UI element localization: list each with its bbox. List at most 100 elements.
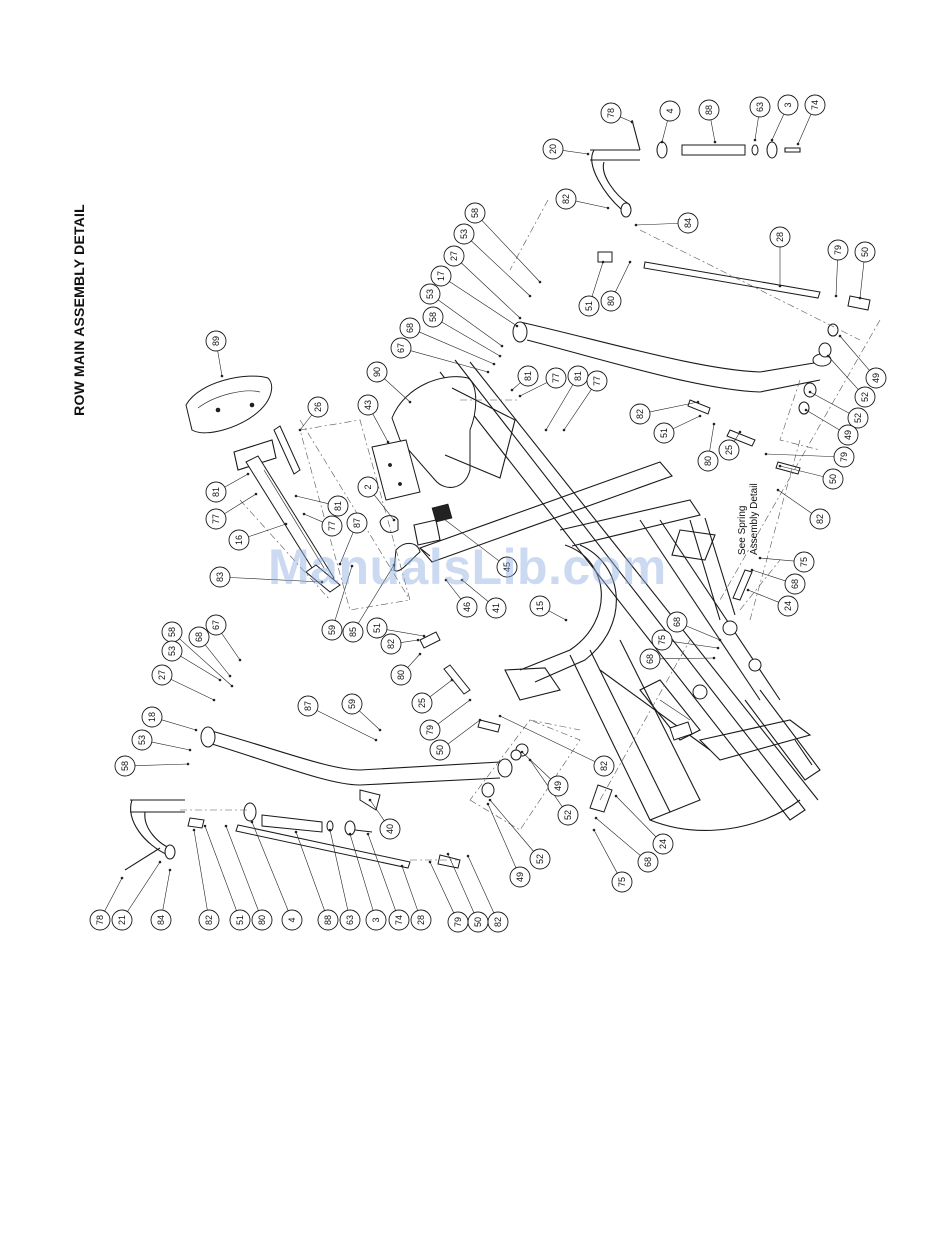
- part-number-label: 80: [257, 915, 267, 925]
- part-callout: 88: [317, 909, 339, 931]
- part-number-label: 53: [137, 735, 147, 745]
- callout-circle: [114, 755, 136, 777]
- callout-circle: [749, 96, 771, 118]
- callout-circle: [547, 775, 569, 797]
- callout-leader-line: [779, 465, 824, 477]
- part-callout: 27: [443, 245, 465, 267]
- callout-circle: [205, 330, 227, 352]
- part-callout: 82: [593, 755, 615, 777]
- callout-circle: [346, 512, 368, 534]
- callout-leader-dot: [368, 798, 372, 802]
- callout-leader-line: [179, 638, 233, 687]
- callout-circle: [251, 909, 273, 931]
- callout-circle: [854, 386, 876, 408]
- callout-leader-dot: [660, 140, 664, 144]
- part-number-label: 25: [724, 445, 734, 455]
- watermark: ManualsLib.com: [268, 539, 667, 595]
- callout-leader-dot: [834, 294, 838, 298]
- callout-circle: [357, 394, 379, 416]
- callout-circle: [517, 365, 539, 387]
- part-callout: 53: [453, 223, 475, 245]
- part-callout: 79: [419, 719, 441, 741]
- part-number-label: 28: [775, 232, 785, 242]
- callout-leader-dot: [804, 408, 808, 412]
- part-number-label: 87: [303, 701, 313, 711]
- part-number-label: 45: [502, 562, 512, 572]
- part-number-label: 79: [453, 917, 463, 927]
- callout-leader-dot: [518, 316, 522, 320]
- callout-leader-line: [751, 569, 786, 582]
- part-number-label: 82: [599, 761, 609, 771]
- part-callout: 21: [111, 909, 133, 931]
- callout-circle: [793, 551, 815, 573]
- part-number-label: 74: [394, 915, 404, 925]
- callout-circle: [677, 212, 699, 234]
- part-callout: 15: [529, 595, 551, 617]
- part-number-label: 51: [235, 915, 245, 925]
- callout-leader-line: [127, 861, 161, 912]
- part-number-label: 81: [523, 371, 533, 381]
- callout-circle: [509, 866, 531, 888]
- callout-leader-line: [295, 831, 325, 911]
- callout-circle: [379, 818, 401, 840]
- part-number-label: 50: [860, 247, 870, 257]
- callout-circle: [545, 367, 567, 389]
- callout-leader-line: [295, 495, 329, 504]
- callout-leader-line: [686, 625, 721, 641]
- part-number-label: 77: [551, 373, 561, 383]
- callout-leader-dot: [838, 334, 842, 338]
- part-number-label: 46: [462, 602, 472, 612]
- callout-leader-line: [221, 633, 241, 661]
- part-callout: 84: [150, 909, 172, 931]
- part-number-label: 88: [704, 105, 714, 115]
- callout-circle: [419, 283, 441, 305]
- part-number-label: 87: [352, 518, 362, 528]
- part-callout: 46: [456, 596, 478, 618]
- callout-circle: [487, 911, 509, 933]
- part-number-label: 25: [417, 698, 427, 708]
- part-callout: 49: [837, 424, 859, 446]
- part-callout: 82: [487, 911, 509, 933]
- callout-leader-line: [339, 532, 354, 565]
- callout-circle: [697, 450, 719, 472]
- callout-leader-line: [835, 259, 838, 297]
- callout-circle: [600, 290, 622, 312]
- callout-leader-line: [591, 261, 604, 297]
- callout-circle: [399, 317, 421, 339]
- callout-leader-line: [429, 679, 453, 698]
- callout-leader-line: [329, 829, 349, 911]
- callout-leader-dot: [796, 142, 800, 146]
- callout-circle: [659, 100, 681, 122]
- callout-circle: [188, 626, 210, 648]
- callout-circle: [228, 529, 250, 551]
- callout-circle: [557, 804, 579, 826]
- part-callout: 79: [447, 911, 469, 933]
- callout-leader-dot: [212, 698, 216, 702]
- part-number-label: 58: [470, 208, 480, 218]
- callout-leader-line: [489, 799, 534, 852]
- part-number-label: 82: [561, 194, 571, 204]
- callout-leader-line: [204, 825, 237, 911]
- callout-circle: [327, 495, 349, 517]
- callout-circle: [854, 241, 876, 263]
- callout-circle: [652, 833, 674, 855]
- callout-leader-dot: [538, 280, 542, 284]
- part-number-label: 75: [799, 557, 809, 567]
- callout-leader-line: [410, 350, 489, 373]
- part-number-label: 59: [327, 625, 337, 635]
- callout-leader-dot: [746, 588, 750, 592]
- callout-circle: [307, 396, 329, 418]
- callout-leader-dot: [753, 138, 757, 142]
- callout-leader-dot: [408, 400, 412, 404]
- part-callout: 24: [652, 833, 674, 855]
- part-callout: 27: [151, 664, 173, 686]
- callout-circle: [555, 188, 577, 210]
- part-number-label: 85: [348, 627, 358, 637]
- part-number-label: 83: [215, 572, 225, 582]
- part-number-label: 51: [659, 428, 669, 438]
- part-callout: 68: [399, 317, 421, 339]
- callout-leader-line: [747, 589, 779, 603]
- callout-leader-line: [661, 120, 668, 143]
- callout-leader-dot: [228, 674, 232, 678]
